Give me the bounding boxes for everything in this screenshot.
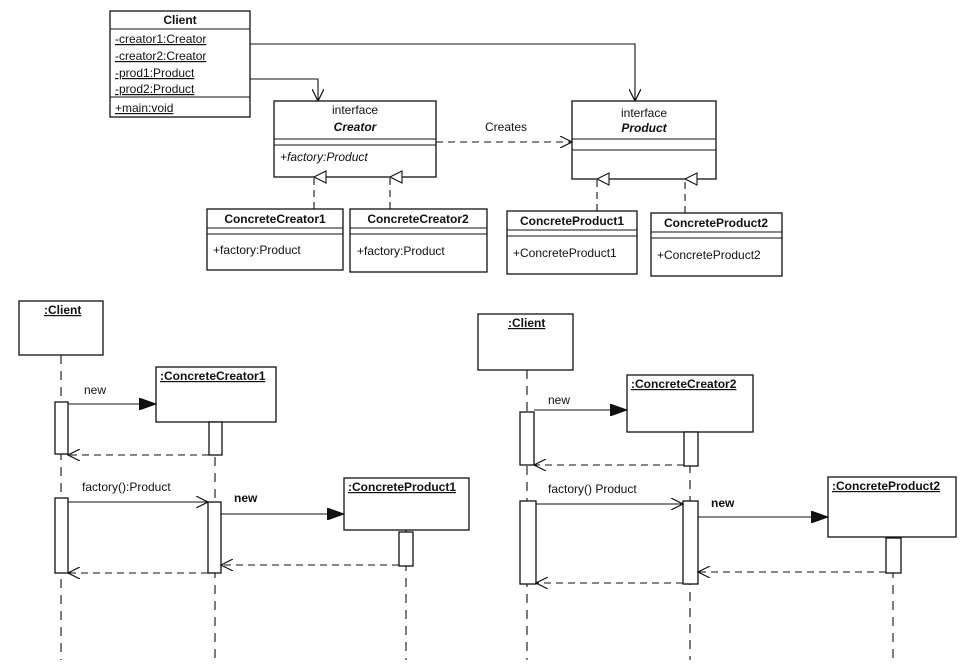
client-object-right bbox=[477, 313, 574, 371]
concreteproduct1-object bbox=[343, 477, 470, 531]
client-op-main: +main:void bbox=[115, 101, 173, 115]
client-activation-right-2 bbox=[519, 500, 537, 585]
concretecreator1-object bbox=[155, 366, 277, 423]
msg-new-creator2-label: new bbox=[548, 393, 570, 407]
client-creator-association bbox=[250, 78, 318, 101]
concreteproduct1-title: ConcreteProduct1 bbox=[520, 214, 624, 228]
client-class: Client -creator1:Creator -creator2:Creat… bbox=[109, 10, 251, 118]
concretecreator1-class: ConcreteCreator1 +factory:Product bbox=[206, 208, 344, 271]
concretecreator2-object bbox=[626, 374, 754, 433]
creator-op-factory: +factory:Product bbox=[280, 150, 368, 164]
concretecreator1-op-factory: +factory:Product bbox=[213, 243, 301, 257]
client-object-left-label: :Client bbox=[44, 303, 81, 317]
msg-new-product1-label: new bbox=[234, 491, 258, 505]
concreteproduct2-op-ctor: +ConcreteProduct2 bbox=[657, 248, 761, 262]
product-stereotype: interface bbox=[621, 106, 667, 120]
client-attr-prod2: -prod2:Product bbox=[115, 82, 195, 96]
creator-title: Creator bbox=[334, 120, 378, 134]
creator1-activation-1 bbox=[208, 421, 223, 456]
concreteproduct2-box bbox=[650, 212, 783, 277]
product1-activation bbox=[398, 531, 414, 567]
product2-activation bbox=[885, 537, 902, 574]
client-activation-right-1 bbox=[519, 411, 535, 466]
concretecreator2-op-factory: +factory:Product bbox=[357, 244, 445, 258]
client-class-title: Client bbox=[163, 13, 196, 27]
sequence-diagram-right: :Client :ConcreteCreator2 :ConcreteProdu… bbox=[477, 313, 957, 665]
creates-label: Creates bbox=[485, 120, 527, 134]
client-attr-creator1: -creator1:Creator bbox=[115, 32, 206, 46]
concreteproduct2-class: ConcreteProduct2 +ConcreteProduct2 bbox=[650, 212, 783, 277]
msg-new-creator1-label: new bbox=[84, 383, 106, 397]
client-attr-prod1: -prod1:Product bbox=[115, 66, 195, 80]
concretecreator2-class: ConcreteCreator2 +factory:Product bbox=[349, 208, 488, 273]
creator2-activation-2 bbox=[682, 500, 699, 585]
creator-stereotype: interface bbox=[332, 103, 378, 117]
concreteproduct2-title: ConcreteProduct2 bbox=[664, 216, 768, 230]
client-object-right-label: :Client bbox=[508, 316, 545, 330]
creator-interface: interface Creator +factory:Product bbox=[273, 100, 437, 178]
concreteproduct2-object-label: :ConcreteProduct2 bbox=[832, 479, 940, 493]
concreteproduct1-class: ConcreteProduct1 +ConcreteProduct1 bbox=[506, 210, 638, 275]
concreteproduct1-box bbox=[506, 210, 638, 275]
msg-factory-left-label: factory():Product bbox=[82, 480, 171, 494]
client-attr-creator2: -creator2:Creator bbox=[115, 49, 206, 63]
concretecreator2-object-label: :ConcreteCreator2 bbox=[631, 377, 737, 391]
client-activation-left-2 bbox=[54, 497, 69, 574]
sequence-diagram-left: :Client :ConcreteCreator1 :ConcreteProdu… bbox=[18, 300, 470, 660]
concreteproduct2-object bbox=[827, 476, 957, 538]
concretecreator2-box bbox=[349, 208, 488, 273]
concretecreator1-object-label: :ConcreteCreator1 bbox=[160, 369, 266, 383]
product-interface: interface Product bbox=[571, 100, 717, 180]
product-title: Product bbox=[621, 121, 667, 135]
client-object-left bbox=[18, 300, 104, 356]
concretecreator1-box bbox=[206, 208, 344, 271]
client-activation-left-1 bbox=[54, 401, 69, 455]
concretecreator1-title: ConcreteCreator1 bbox=[224, 212, 326, 226]
creator2-activation-1 bbox=[683, 431, 699, 467]
creator1-activation-2 bbox=[207, 501, 222, 574]
client-product-association bbox=[250, 43, 635, 101]
msg-factory-right-label: factory() Product bbox=[548, 482, 637, 496]
product-interface-box bbox=[571, 100, 717, 180]
concreteproduct1-object-label: :ConcreteProduct1 bbox=[348, 480, 456, 494]
msg-new-product2-label: new bbox=[711, 496, 735, 510]
concreteproduct1-op-ctor: +ConcreteProduct1 bbox=[513, 246, 617, 260]
concretecreator2-title: ConcreteCreator2 bbox=[367, 212, 469, 226]
